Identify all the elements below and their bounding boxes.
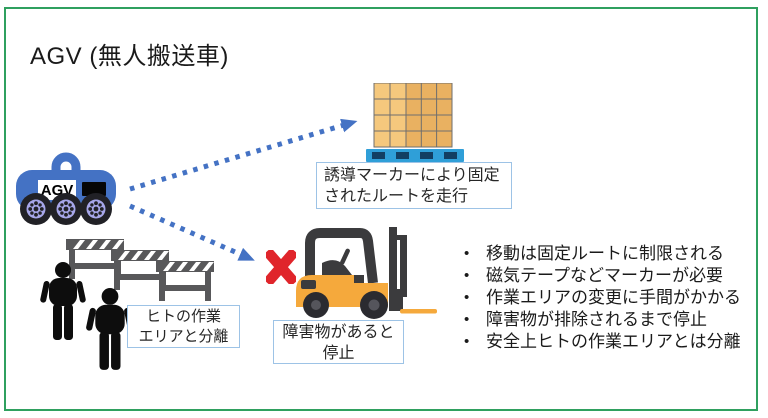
barrier-unit — [66, 239, 214, 301]
pallet-icon — [366, 82, 464, 163]
page-title: AGV (無人搬送車) — [30, 43, 229, 70]
route-arrow — [129, 118, 358, 192]
person-icon — [86, 288, 134, 372]
callout-route: 誘導マーカーにより固定 されたルートを走行 — [316, 162, 512, 209]
bullet-item: • 磁気テープなどマーカーが必要 — [460, 265, 752, 287]
person-icon — [40, 262, 86, 342]
bullet-item: • 作業エリアの変更に手間がかかる — [460, 287, 752, 309]
feature-bullet-list: • 移動は固定ルートに制限される • 磁気テープなどマーカーが必要 • 作業エリアの変更に… — [460, 243, 752, 353]
agv-wheel — [80, 193, 112, 225]
agv-wheel — [20, 193, 52, 225]
bullet-text: 移動は固定ルートに制限される — [486, 244, 724, 263]
bullet-marker: • — [464, 333, 470, 350]
bullet-marker: • — [464, 245, 470, 262]
bullet-marker: • — [464, 289, 470, 306]
bullet-item: • 安全上ヒトの作業エリアとは分離 — [460, 331, 752, 353]
red-x-icon — [264, 248, 298, 286]
barrier-icon — [66, 239, 216, 301]
bullet-text: 安全上ヒトの作業エリアとは分離 — [486, 332, 741, 351]
bullet-marker: • — [464, 311, 470, 328]
bullet-text: 磁気テープなどマーカーが必要 — [486, 266, 723, 285]
bullet-text: 作業エリアの変更に手間がかかる — [486, 288, 741, 307]
bullet-item: • 移動は固定ルートに制限される — [460, 243, 752, 265]
callout-obstacle: 障害物があると 停止 — [273, 320, 404, 364]
bullet-marker: • — [464, 267, 470, 284]
callout-human-area: ヒトの作業 エリアと分離 — [127, 305, 240, 348]
agv-icon: AGV — [16, 150, 116, 226]
forklift-icon — [292, 227, 438, 319]
bullet-text: 障害物が排除されるまで停止 — [486, 310, 707, 329]
bullet-item: • 障害物が排除されるまで停止 — [460, 309, 752, 331]
agv-wheel — [50, 193, 82, 225]
